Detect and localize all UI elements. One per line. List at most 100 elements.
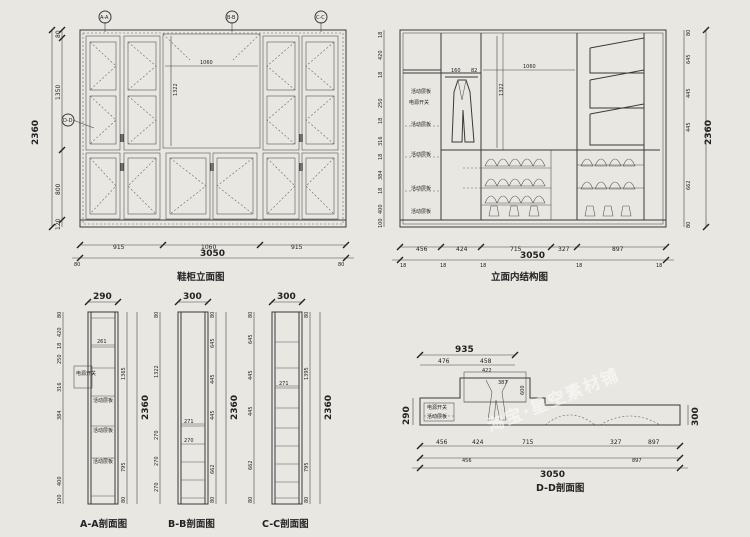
svg-text:445: 445 (248, 406, 254, 416)
svg-text:445: 445 (248, 370, 254, 380)
svg-text:424: 424 (456, 246, 468, 253)
sec-d-title: D-D剖面图 (536, 482, 584, 494)
front-inner-width: 1060 (200, 60, 213, 66)
svg-text:715: 715 (510, 246, 522, 253)
svg-text:456: 456 (436, 439, 448, 446)
sec-a-inner: 261 (97, 339, 107, 345)
svg-text:662: 662 (686, 180, 692, 190)
front-seg-3: 915 (291, 244, 303, 251)
svg-text:445: 445 (210, 374, 216, 384)
svg-text:80: 80 (686, 222, 692, 228)
inner-total-height: 2360 (704, 120, 714, 145)
svg-text:645: 645 (686, 54, 692, 64)
inner-left-dims: 18 420 18 250 18 316 18 384 18 400 100 (378, 32, 384, 228)
svg-text:445: 445 (210, 410, 216, 420)
svg-text:424: 424 (472, 439, 484, 446)
sec-b-inner-1: 271 (184, 419, 194, 425)
front-dim-base: 120 (55, 218, 62, 230)
front-seg-2: 1060 (201, 244, 216, 251)
svg-text:270: 270 (154, 456, 160, 466)
svg-text:384: 384 (378, 170, 384, 180)
svg-text:327: 327 (558, 246, 570, 253)
svg-text:80: 80 (304, 312, 310, 318)
marker-b: B-B (227, 15, 236, 21)
inner-small-1: 160 (451, 68, 461, 74)
svg-text:18: 18 (576, 263, 582, 269)
svg-text:897: 897 (648, 439, 660, 446)
svg-text:795: 795 (121, 462, 127, 472)
svg-text:400: 400 (57, 476, 63, 486)
svg-text:活动层板: 活动层板 (411, 121, 431, 128)
svg-text:18: 18 (57, 343, 63, 349)
inner-hang-height: 1322 (499, 83, 505, 96)
svg-text:100: 100 (378, 218, 384, 228)
sec-c-height: 2360 (324, 395, 334, 420)
svg-text:270: 270 (154, 482, 160, 492)
svg-text:18: 18 (378, 72, 384, 78)
svg-text:1322: 1322 (154, 365, 160, 378)
svg-text:80: 80 (154, 312, 160, 318)
svg-text:80: 80 (57, 312, 63, 318)
svg-text:445: 445 (686, 88, 692, 98)
front-seg-1: 915 (113, 244, 125, 251)
svg-text:1395: 1395 (304, 367, 310, 380)
inner-total-width: 3050 (520, 251, 545, 261)
svg-text:80: 80 (248, 312, 254, 318)
front-dim-upper: 1350 (55, 85, 62, 100)
front-edge-right: 80 (338, 262, 344, 268)
svg-text:1365: 1365 (121, 367, 127, 380)
front-total-width: 3050 (200, 249, 225, 259)
marker-c: C-C (316, 15, 325, 21)
inner-base-dims: 18 18 18 18 18 (400, 263, 662, 269)
svg-text:645: 645 (210, 338, 216, 348)
sec-a-width: 290 (93, 292, 112, 302)
sec-b-title: B-B剖面图 (168, 518, 215, 530)
svg-text:18: 18 (440, 263, 446, 269)
svg-text:活动层板: 活动层板 (93, 427, 113, 434)
inner-right-dims: 80 645 445 445 662 80 (686, 30, 692, 228)
marker-d: D-D (63, 118, 73, 124)
sec-d-left-height: 290 (402, 406, 412, 425)
svg-text:270: 270 (154, 430, 160, 440)
sec-b-width: 300 (183, 292, 202, 302)
sec-c-right-dims: 80 1395 795 80 (304, 312, 310, 503)
sec-a-left-dims: 80 420 18 250 316 384 400 100 (57, 312, 63, 504)
sec-d-right-height: 300 (691, 407, 701, 426)
sec-c-inner: 271 (279, 381, 289, 387)
svg-text:18: 18 (480, 263, 486, 269)
sec-a-shelf-labels: 活动层板 活动层板 活动层板 (93, 397, 113, 465)
svg-text:活动层板: 活动层板 (411, 208, 431, 215)
inner-shelf-labels: 活动层板 电源开关 活动层板 活动层板 活动层板 活动层板 (409, 88, 431, 215)
inner-title: 立面内结构图 (491, 271, 548, 283)
svg-text:645: 645 (248, 334, 254, 344)
sec-b-height: 2360 (230, 395, 240, 420)
sec-d-bottom-dims: 456 424 715 327 897 (436, 439, 660, 446)
svg-text:80: 80 (248, 497, 254, 503)
svg-text:18: 18 (656, 263, 662, 269)
sec-a-title: A-A剖面图 (80, 518, 127, 530)
sec-c-left-dims: 80 645 445 445 662 80 (248, 312, 254, 503)
sec-d-top-2: 458 (480, 358, 492, 365)
svg-text:327: 327 (610, 439, 622, 446)
svg-text:250: 250 (57, 354, 63, 364)
sec-d-switch: 电源开关 (427, 404, 447, 411)
inner-small-2: 82 (471, 68, 477, 74)
watermark: 淘宝·星空素材铺 (484, 364, 623, 436)
sec-d-mid-2: 387 (498, 380, 508, 386)
svg-text:活动层板: 活动层板 (411, 151, 431, 158)
svg-text:400: 400 (378, 204, 384, 214)
sec-d-shelf: 活动层板 (427, 413, 447, 420)
sec-d-mid-1: 422 (482, 368, 492, 374)
svg-text:420: 420 (378, 50, 384, 60)
sec-d-top-width: 935 (455, 345, 474, 355)
sec-d-total-width: 3050 (540, 470, 565, 480)
svg-text:420: 420 (57, 327, 63, 337)
svg-text:电源开关: 电源开关 (409, 99, 429, 106)
sec-b-left-dims: 80 1322 270 270 270 (154, 312, 160, 492)
front-elevation: 1060 1322 A-A B-B C-C D-D 2360 80 1350 8… (31, 10, 354, 283)
section-c-c: 271 300 80 645 445 445 662 80 80 1395 79… (248, 292, 334, 530)
sec-a-switch: 电源开关 (76, 370, 96, 377)
section-d-d: 电源开关 活动层板 935 476 458 422 387 600 290 30… (402, 345, 701, 494)
